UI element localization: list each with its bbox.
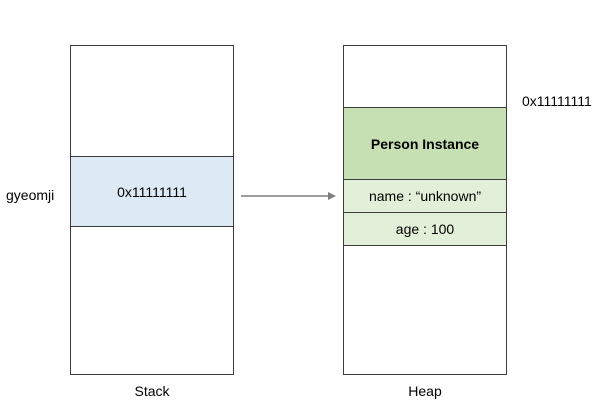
field-age-text: age : 100 — [395, 221, 455, 237]
object-header: Person Instance — [343, 107, 507, 180]
reference-arrow — [241, 192, 336, 200]
stack-slot-reference: 0x11111111 — [70, 156, 234, 227]
heap-address-label: 0x11111111 — [522, 93, 592, 109]
reference-arrow-head — [328, 192, 336, 200]
variable-name-label: gyeomji — [6, 187, 55, 203]
field-name-text: name : “unknown” — [368, 188, 482, 204]
object-field-name: name : “unknown” — [343, 179, 507, 213]
object-field-age: age : 100 — [343, 212, 507, 246]
object-title: Person Instance — [370, 135, 480, 152]
stack-caption: Stack — [134, 383, 170, 399]
heap-caption: Heap — [408, 383, 442, 399]
stack-slot-value: 0x11111111 — [117, 183, 187, 200]
